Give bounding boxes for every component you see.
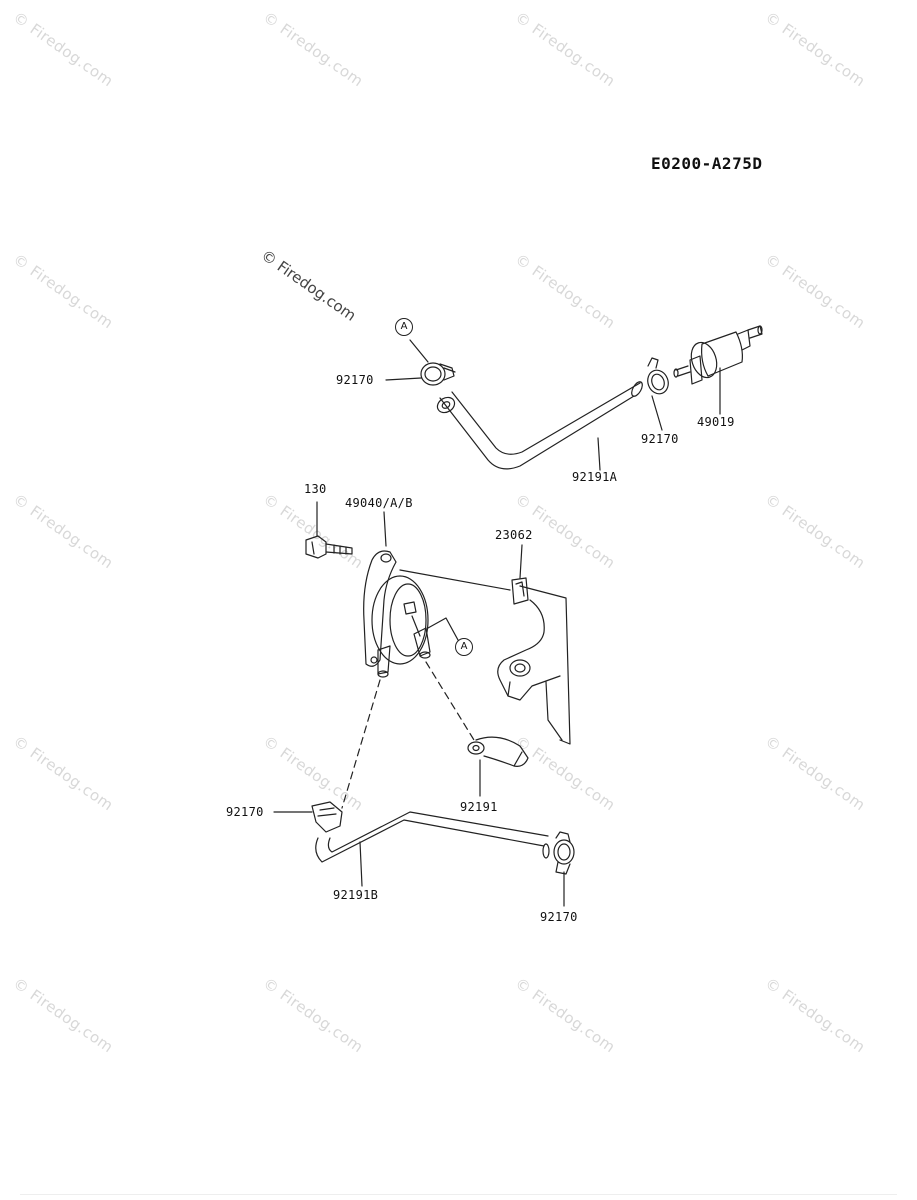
- hose-92191a: [436, 381, 643, 470]
- bolt: [305, 535, 353, 559]
- bracket: [399, 569, 571, 745]
- label-fuel-filter: 49019: [697, 415, 735, 429]
- label-hose-top: 92191A: [572, 470, 618, 484]
- label-bolt: 130: [304, 482, 327, 496]
- label-clamp-bottom-right: 92170: [540, 910, 578, 924]
- diagram-code: E0200-A275D: [651, 154, 763, 173]
- label-clamp-bottom-left: 92170: [226, 805, 264, 819]
- label-clamp-top-left: 92170: [336, 373, 374, 387]
- hose-92191b: [315, 811, 550, 863]
- callout-a-top: A: [395, 318, 413, 336]
- label-fuel-pump: 49040/A/B: [345, 496, 413, 510]
- clamp-bottom-left: [311, 801, 343, 833]
- clamp-bottom-right: [553, 831, 575, 875]
- clamp-top-right: [647, 357, 669, 395]
- callout-a-pump: A: [455, 638, 473, 656]
- label-clamp-top-right: 92170: [641, 432, 679, 446]
- fuel-pump: [363, 550, 431, 678]
- label-bracket: 23062: [495, 528, 533, 542]
- clamp-top-left: [420, 362, 456, 386]
- hose-92191: [467, 736, 529, 767]
- fuel-filter: [673, 325, 763, 385]
- page-bottom-divider: [20, 1194, 897, 1195]
- label-hose-bottom: 92191B: [333, 888, 379, 902]
- label-hose-short: 92191: [460, 800, 498, 814]
